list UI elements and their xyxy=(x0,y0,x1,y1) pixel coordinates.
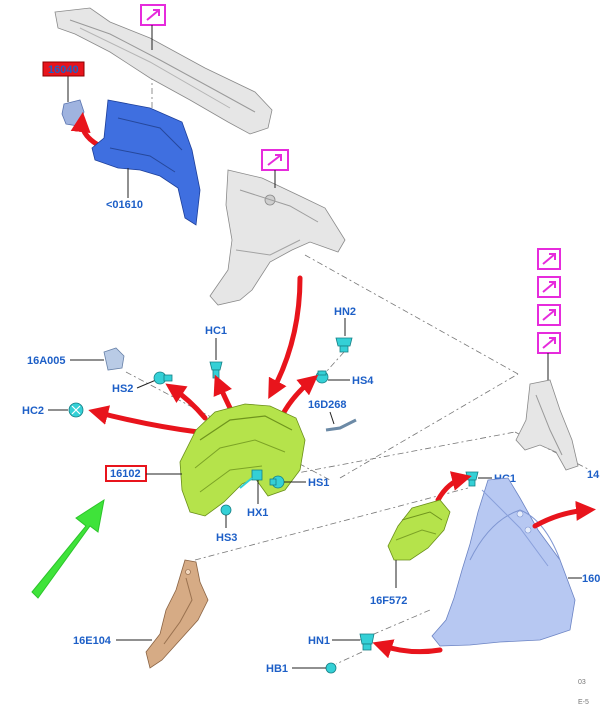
label-16d268: 16D268 xyxy=(308,399,347,411)
clip-hc1-right[interactable] xyxy=(465,471,479,487)
clip-hc1-top[interactable] xyxy=(209,361,223,379)
callout-arrow-hc2 xyxy=(88,405,201,435)
label-hn1: HN1 xyxy=(308,635,330,647)
label-hs1: HS1 xyxy=(308,477,329,489)
callout-arrow-fender xyxy=(532,500,596,529)
clip-hx1[interactable] xyxy=(239,469,263,489)
part-number-highlight-top[interactable]: 16040 xyxy=(42,61,85,77)
bronze-bracket-16e104[interactable] xyxy=(145,559,209,669)
clip-hn1[interactable] xyxy=(359,633,375,651)
clip-hs4[interactable] xyxy=(315,370,329,384)
callout-arrow-hc1-right xyxy=(435,471,472,503)
bracket-16d268[interactable] xyxy=(325,418,357,432)
label-16e104: 16E104 xyxy=(73,635,112,647)
corner-code-2: E-5 xyxy=(578,699,589,706)
pillar-bracket[interactable] xyxy=(515,379,579,471)
bracket-16a005[interactable] xyxy=(103,347,125,371)
cross-member[interactable] xyxy=(54,7,273,135)
wheel-liner-16102[interactable] xyxy=(179,403,306,517)
front-fender[interactable] xyxy=(431,477,576,647)
blue-panel-01610[interactable] xyxy=(91,99,201,226)
callout-arrow-hs2 xyxy=(165,383,208,421)
radiator-support-bracket[interactable] xyxy=(209,169,346,306)
label-hx1: HX1 xyxy=(247,507,268,519)
label-16040: 16040 xyxy=(48,64,79,76)
clip-hs2[interactable] xyxy=(153,371,173,385)
label-hc2: HC2 xyxy=(22,405,44,417)
label-hs4: HS4 xyxy=(352,375,374,387)
clip-hb1[interactable] xyxy=(325,662,337,674)
part-number-highlight-16102[interactable]: 16102 xyxy=(105,465,147,482)
callout-arrow-2 xyxy=(268,275,303,400)
callout-arrow-hn1 xyxy=(372,639,443,659)
label-14-partial: 14 xyxy=(587,469,600,481)
label-01610: <01610 xyxy=(106,199,143,211)
callout-arrow-hc1 xyxy=(213,374,235,415)
label-hb1: HB1 xyxy=(266,663,288,675)
clip-hs3[interactable] xyxy=(220,504,232,516)
clip-hc2[interactable] xyxy=(68,402,84,418)
reference-arrow-icon-2[interactable] xyxy=(261,149,289,171)
corner-code-1: 03 xyxy=(578,679,586,686)
reference-arrow-stack[interactable] xyxy=(537,248,561,354)
clip-hn2[interactable] xyxy=(335,337,353,353)
label-hs2: HS2 xyxy=(112,383,133,395)
label-hc1-top: HC1 xyxy=(205,325,227,337)
label-16102: 16102 xyxy=(110,468,141,480)
inner-liner-16f572[interactable] xyxy=(387,499,451,561)
label-hn2: HN2 xyxy=(334,306,356,318)
label-16a005: 16A005 xyxy=(27,355,66,367)
green-pointer-arrow xyxy=(31,498,105,599)
label-16f572: 16F572 xyxy=(370,595,407,607)
label-160-partial: 160 xyxy=(582,573,600,585)
reference-arrow-icon-1[interactable] xyxy=(140,4,166,26)
label-hs3: HS3 xyxy=(216,532,237,544)
